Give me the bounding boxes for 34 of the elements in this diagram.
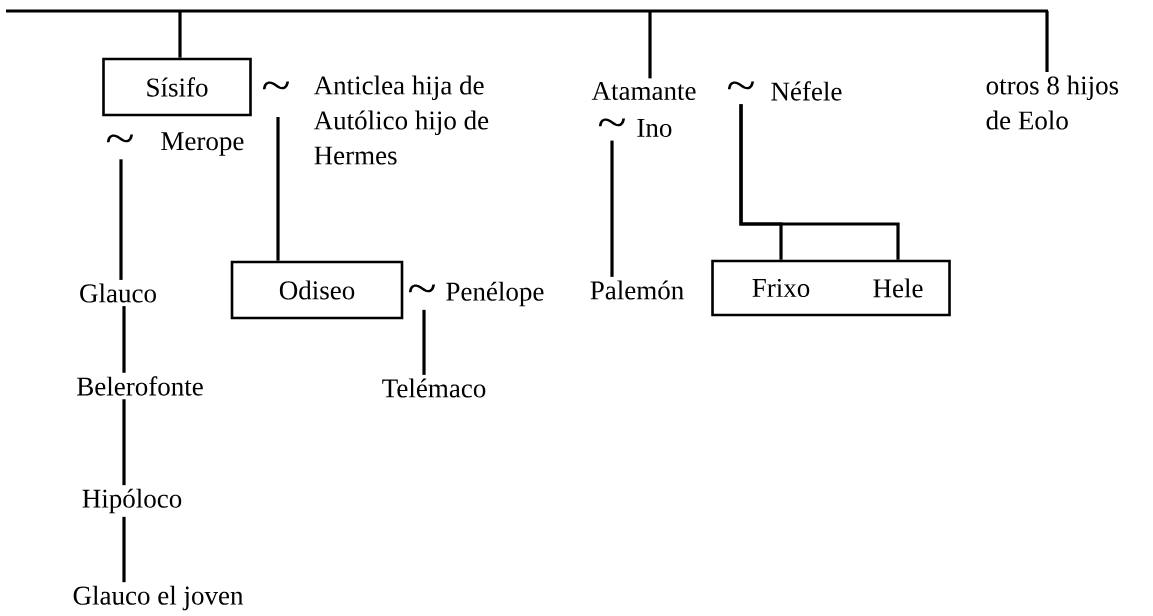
marriage-sign: ~: [106, 134, 134, 143]
sibling-box: [711, 259, 951, 317]
person-name: Belerofonte: [77, 376, 203, 396]
person-name: Telémaco: [382, 378, 486, 398]
person-name: Glauco el joven: [73, 585, 244, 611]
person-name: Frixo: [752, 278, 810, 298]
family-line: [119, 159, 123, 280]
family-line: [739, 104, 900, 260]
person-name: Merope: [161, 132, 244, 156]
person-name: Palemón: [590, 280, 684, 300]
marriage-sign: ~: [408, 284, 436, 293]
person-name: Hele: [873, 278, 923, 298]
family-line: [1045, 11, 1049, 72]
marriage-sign: ~: [727, 81, 755, 90]
person-name: otros 8 hijos de Eolo: [986, 75, 1119, 130]
marriage-sign: ~: [262, 81, 290, 90]
person-box: Sísifo: [102, 57, 252, 117]
family-line: [648, 11, 652, 79]
person-name: Anticlea hija de Autólico hijo de Hermes: [313, 75, 489, 165]
family-line: [276, 117, 280, 261]
person-name: Hipóloco: [82, 488, 182, 514]
family-line: [122, 306, 126, 373]
marriage-sign: ~: [598, 118, 626, 127]
family-line: [122, 399, 126, 486]
family-line: [122, 516, 126, 583]
family-line: [178, 11, 182, 58]
person-name: Néfele: [771, 81, 842, 101]
family-line: [422, 309, 426, 375]
person-name: Glauco: [80, 283, 156, 303]
person-name: Ino: [637, 119, 672, 137]
person-name: Atamante: [591, 81, 696, 101]
family-line: [610, 140, 614, 277]
person-name: Penélope: [446, 281, 544, 307]
person-box: Odiseo: [230, 260, 404, 320]
